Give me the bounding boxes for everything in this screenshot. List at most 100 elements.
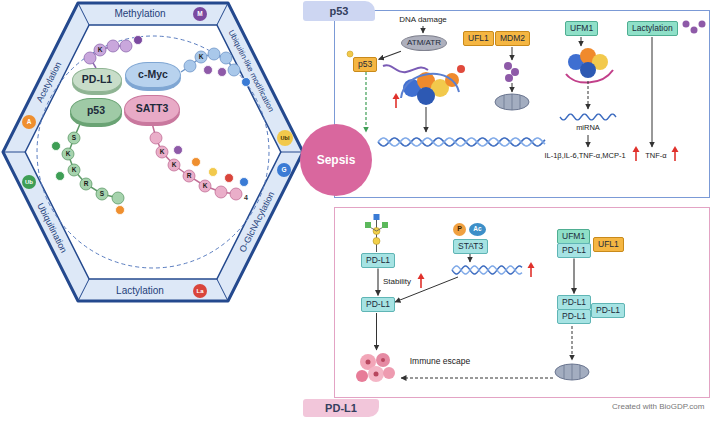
residue-bead	[107, 40, 119, 52]
increase-arrow	[395, 98, 397, 108]
dashed-arrow	[572, 326, 573, 360]
increase-arrow	[672, 146, 679, 152]
node-text: MDM2	[500, 33, 525, 44]
dashed-arrow	[588, 81, 589, 109]
residue-bead	[183, 170, 195, 182]
node-text: c-Myc	[138, 68, 168, 81]
residue-bead	[80, 178, 92, 190]
proteasome	[504, 94, 520, 110]
connector	[573, 259, 574, 294]
node-text: PD-L1	[82, 73, 112, 86]
protein-box: PD-L1	[557, 295, 591, 310]
protein-box: PD-L1	[591, 303, 625, 318]
residue-bead	[84, 52, 96, 64]
sepsis-circle: Sepsis	[300, 124, 372, 196]
proteasome	[564, 364, 580, 380]
arrow	[423, 26, 424, 33]
kinase-ellipse: ATM/ATR	[401, 35, 447, 51]
protein-box: UFM1	[565, 21, 598, 36]
ptm-icon	[22, 175, 36, 189]
ptm-band-label: O-GlcNAcylation	[237, 190, 276, 254]
modification-dot	[56, 172, 65, 181]
protein-box: PD-L1	[557, 309, 591, 324]
residue-letter: K	[199, 53, 204, 60]
cell-nucleus	[366, 360, 371, 365]
arrow	[512, 83, 513, 92]
ptm-band-label: Ubiquitin-like modification	[226, 28, 275, 113]
ptm-band-label: Acetylation	[34, 60, 63, 104]
panel-tab: p53	[303, 1, 375, 21]
node-text: STAT3	[458, 241, 483, 252]
protein-box: UFL1	[593, 237, 624, 252]
acetyl-circle: Ac	[469, 223, 486, 236]
ptm-band-label: Methylation	[114, 8, 165, 20]
ubiquitin-bead	[504, 62, 512, 70]
node-text: PD-L1	[325, 402, 357, 414]
modification-dot	[225, 174, 234, 183]
residue-letter: S	[72, 134, 76, 141]
residue-letter: R	[84, 180, 89, 187]
arrow	[581, 37, 582, 46]
protein-box: MDM2	[495, 31, 530, 46]
outcome-label: Immune escape	[410, 357, 470, 367]
residue-bead	[230, 188, 242, 200]
residue-bead	[94, 44, 106, 56]
node-text: Sepsis	[317, 153, 356, 168]
residue-bead	[168, 159, 180, 171]
tumour-cell	[368, 366, 384, 382]
protein-box: PD-L1	[557, 243, 591, 258]
dashed-arrow	[401, 378, 553, 379]
protein-box: STAT3	[453, 239, 488, 254]
dna-helix	[378, 138, 545, 146]
ptm-icon-letter: La	[196, 288, 203, 295]
cytokine-label: TNF-α	[645, 152, 666, 161]
protein-ribbon	[383, 65, 428, 72]
lactyl-bead	[699, 21, 706, 28]
residue-letter: K	[66, 150, 71, 157]
tumour-cell	[356, 370, 368, 382]
ptm-band-label: Lactylation	[116, 285, 164, 297]
arrow	[652, 37, 653, 147]
ptm-icon-letter: Ub	[25, 179, 33, 186]
dna-helix	[378, 138, 545, 146]
ubiquitin-bead	[511, 68, 519, 76]
increase-arrow	[633, 146, 640, 152]
increase-arrow	[674, 151, 676, 161]
ptm-icon	[193, 284, 207, 298]
residue-bead	[228, 64, 240, 76]
panel-tab: PD-L1	[303, 399, 379, 417]
modification-dot	[209, 168, 218, 177]
glycan-sugar	[373, 238, 380, 245]
increase-arrow	[393, 93, 400, 99]
node-text: UFM1	[570, 23, 593, 34]
protein-box: UFM1	[557, 229, 590, 244]
node-text: PD-L1	[366, 299, 390, 310]
proteasome	[555, 364, 589, 380]
node-text: Lactylation	[632, 23, 673, 34]
residue-chains	[52, 36, 251, 215]
glycan-stem	[376, 220, 377, 252]
residue-letter: R	[187, 172, 192, 179]
arrow	[426, 107, 427, 132]
residue-number: 4	[244, 194, 248, 202]
ptm-icon	[193, 7, 207, 21]
ptm-icon	[277, 163, 291, 177]
node-text: p53	[330, 5, 349, 17]
ptm-icon-letter: M	[197, 10, 202, 17]
ptm-band-label: Ubiquitination	[35, 201, 69, 254]
residue-bead	[120, 40, 132, 52]
protein-stack: SATT3	[124, 95, 180, 123]
increase-arrow	[530, 267, 532, 277]
modification-dot	[192, 158, 201, 167]
modification-dot	[116, 206, 125, 215]
ptm-icon	[22, 115, 36, 129]
modification-box: Lactylation	[627, 21, 678, 36]
dna-helix	[452, 266, 522, 274]
modification-dot	[457, 65, 465, 73]
residue-bead	[184, 60, 196, 72]
cell-nucleus	[374, 372, 379, 377]
histone	[580, 62, 596, 78]
protein-box: PD-L1	[361, 253, 395, 268]
node-text: PD-L1	[562, 311, 586, 322]
residue-bead	[215, 186, 227, 198]
